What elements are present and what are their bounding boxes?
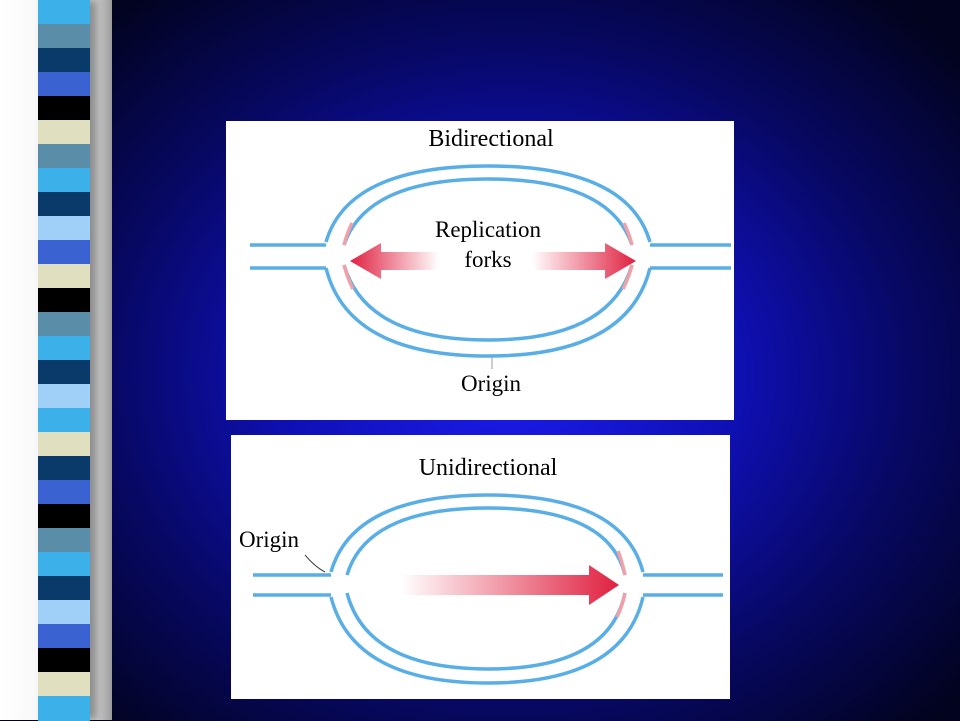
decor-stripe bbox=[38, 504, 90, 529]
decor-stripe bbox=[38, 384, 90, 409]
decor-stripe bbox=[38, 216, 90, 241]
unidirectional-fork-arrow bbox=[401, 565, 619, 605]
replication-forks-label-line2: forks bbox=[464, 247, 511, 272]
decor-stripe bbox=[38, 624, 90, 649]
decor-stripe bbox=[38, 168, 90, 193]
unreplicated-dna-right bbox=[643, 573, 723, 597]
decor-stripe bbox=[38, 672, 90, 697]
origin-leader-line bbox=[304, 554, 326, 573]
bidirectional-origin-label: Origin bbox=[461, 371, 522, 396]
decor-stripe bbox=[38, 432, 90, 457]
decor-stripe bbox=[38, 408, 90, 433]
decor-stripe bbox=[38, 192, 90, 217]
bidirectional-title: Bidirectional bbox=[428, 126, 554, 152]
decor-stripe bbox=[38, 24, 90, 49]
decor-stripe bbox=[38, 480, 90, 505]
decor-stripe bbox=[38, 144, 90, 169]
inner-parental-strand-top bbox=[345, 506, 627, 576]
decor-stripe bbox=[38, 120, 90, 145]
decor-stripe bbox=[38, 288, 90, 313]
new-strand-right-bottom bbox=[615, 592, 627, 618]
decor-stripe bbox=[38, 336, 90, 361]
decor-stripe bbox=[38, 648, 90, 673]
decor-stripe bbox=[38, 360, 90, 385]
unidirectional-origin-label: Origin bbox=[239, 527, 300, 552]
unidirectional-diagram-panel: Unidirectional Origin bbox=[231, 435, 730, 699]
unidirectional-diagram: Unidirectional Origin bbox=[239, 455, 723, 685]
outer-parental-strand-top bbox=[324, 164, 652, 243]
decor-stripe bbox=[38, 48, 90, 73]
outer-parental-strand-bottom bbox=[324, 267, 652, 358]
decor-stripe bbox=[38, 696, 90, 721]
new-strand-left-top bbox=[342, 222, 354, 246]
inner-parental-strand-bottom bbox=[345, 592, 627, 671]
unidirectional-title: Unidirectional bbox=[419, 455, 558, 481]
unreplicated-dna-left bbox=[250, 243, 326, 270]
decor-stripe bbox=[38, 0, 90, 25]
right-fork-arrow bbox=[532, 243, 636, 279]
replication-forks-label-line1: Replication bbox=[435, 217, 542, 242]
inner-parental-strand-bottom bbox=[342, 264, 634, 342]
new-strand-right-top bbox=[622, 222, 634, 246]
decorative-stripe-column bbox=[38, 0, 90, 721]
decor-stripe bbox=[38, 240, 90, 265]
new-strand-right-bottom bbox=[621, 264, 634, 290]
new-strand-left-bottom bbox=[342, 264, 355, 290]
left-fork-arrow bbox=[350, 243, 439, 279]
unreplicated-dna-right bbox=[650, 243, 731, 270]
decor-stripe bbox=[38, 264, 90, 289]
decor-stripe bbox=[38, 576, 90, 601]
inner-parental-strand-top bbox=[342, 177, 634, 246]
decor-stripe bbox=[38, 600, 90, 625]
decor-stripe bbox=[38, 456, 90, 481]
decor-stripe bbox=[38, 312, 90, 337]
outer-parental-strand-top bbox=[329, 493, 645, 573]
decor-stripe bbox=[38, 528, 90, 553]
decor-stripe bbox=[38, 552, 90, 577]
bidirectional-diagram-panel: Bidirectional Replication forks Origin bbox=[226, 121, 734, 420]
bidirectional-diagram: Bidirectional Replication forks Origin bbox=[250, 126, 731, 396]
new-strand-right-top bbox=[616, 550, 627, 576]
unreplicated-dna-left bbox=[253, 573, 331, 597]
decor-stripe bbox=[38, 96, 90, 121]
decor-stripe bbox=[38, 72, 90, 97]
outer-parental-strand-bottom bbox=[329, 596, 645, 685]
